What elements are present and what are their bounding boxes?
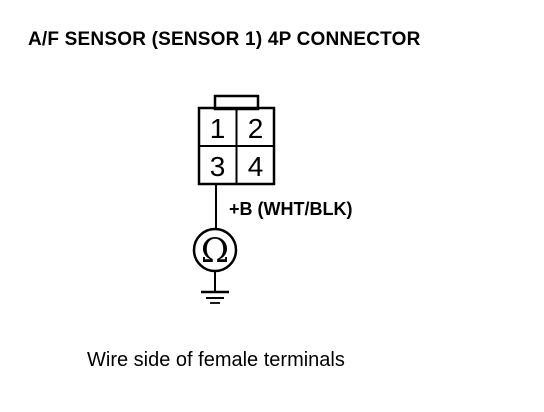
pin-2-label: 2 <box>248 113 264 144</box>
pin-3-label: 3 <box>210 151 226 182</box>
diagram-title: A/F SENSOR (SENSOR 1) 4P CONNECTOR <box>28 29 421 50</box>
wire-label: +B (WHT/BLK) <box>229 199 352 219</box>
pin-1-label: 1 <box>210 113 226 144</box>
pin-4-label: 4 <box>248 151 264 182</box>
ohm-icon: Ω <box>201 231 229 271</box>
ground-icon <box>201 290 229 304</box>
diagram-caption: Wire side of female terminals <box>87 349 345 371</box>
